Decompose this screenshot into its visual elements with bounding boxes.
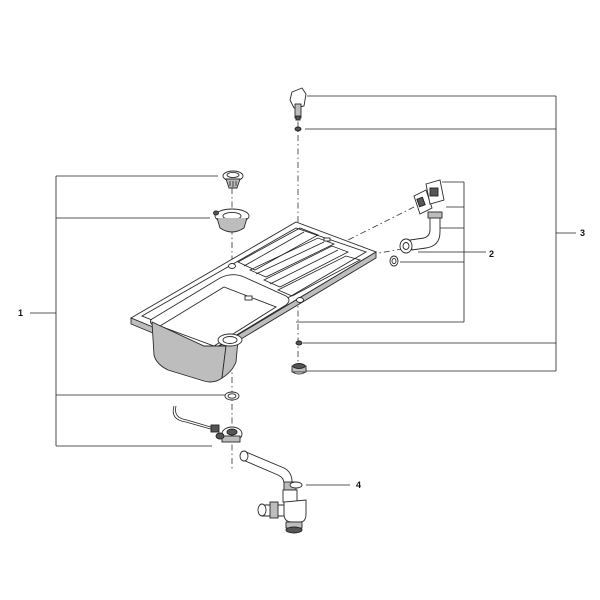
leader-lines-group-1 [30,175,226,447]
leader-lines-group-2 [296,181,486,323]
siphon-trap-part [239,450,307,534]
callout-4: 4 [356,480,361,490]
kitchen-sink [129,221,378,383]
strainer-plug-part [222,170,244,189]
callout-2: 2 [489,249,494,259]
tap-hole-washer-top [294,126,302,132]
tap-hole-washer-bottom [295,340,303,346]
overflow-cover-part [413,189,433,215]
leader-lines-group-3 [303,95,576,372]
tap-hole-nut-part [291,363,307,375]
overflow-pipe-part [409,211,443,251]
overflow-seal-part [389,255,399,267]
callout-1: 1 [18,308,23,318]
callout-3: 3 [580,228,585,238]
popup-cable-part [172,405,243,443]
drainer-grooves [237,227,362,297]
tap-hole-plug-part [289,87,307,121]
strainer-body-part [213,208,250,233]
sink-seal-ring [224,391,240,401]
overflow-nut-part [399,238,413,254]
overflow-housing-part [425,179,445,205]
